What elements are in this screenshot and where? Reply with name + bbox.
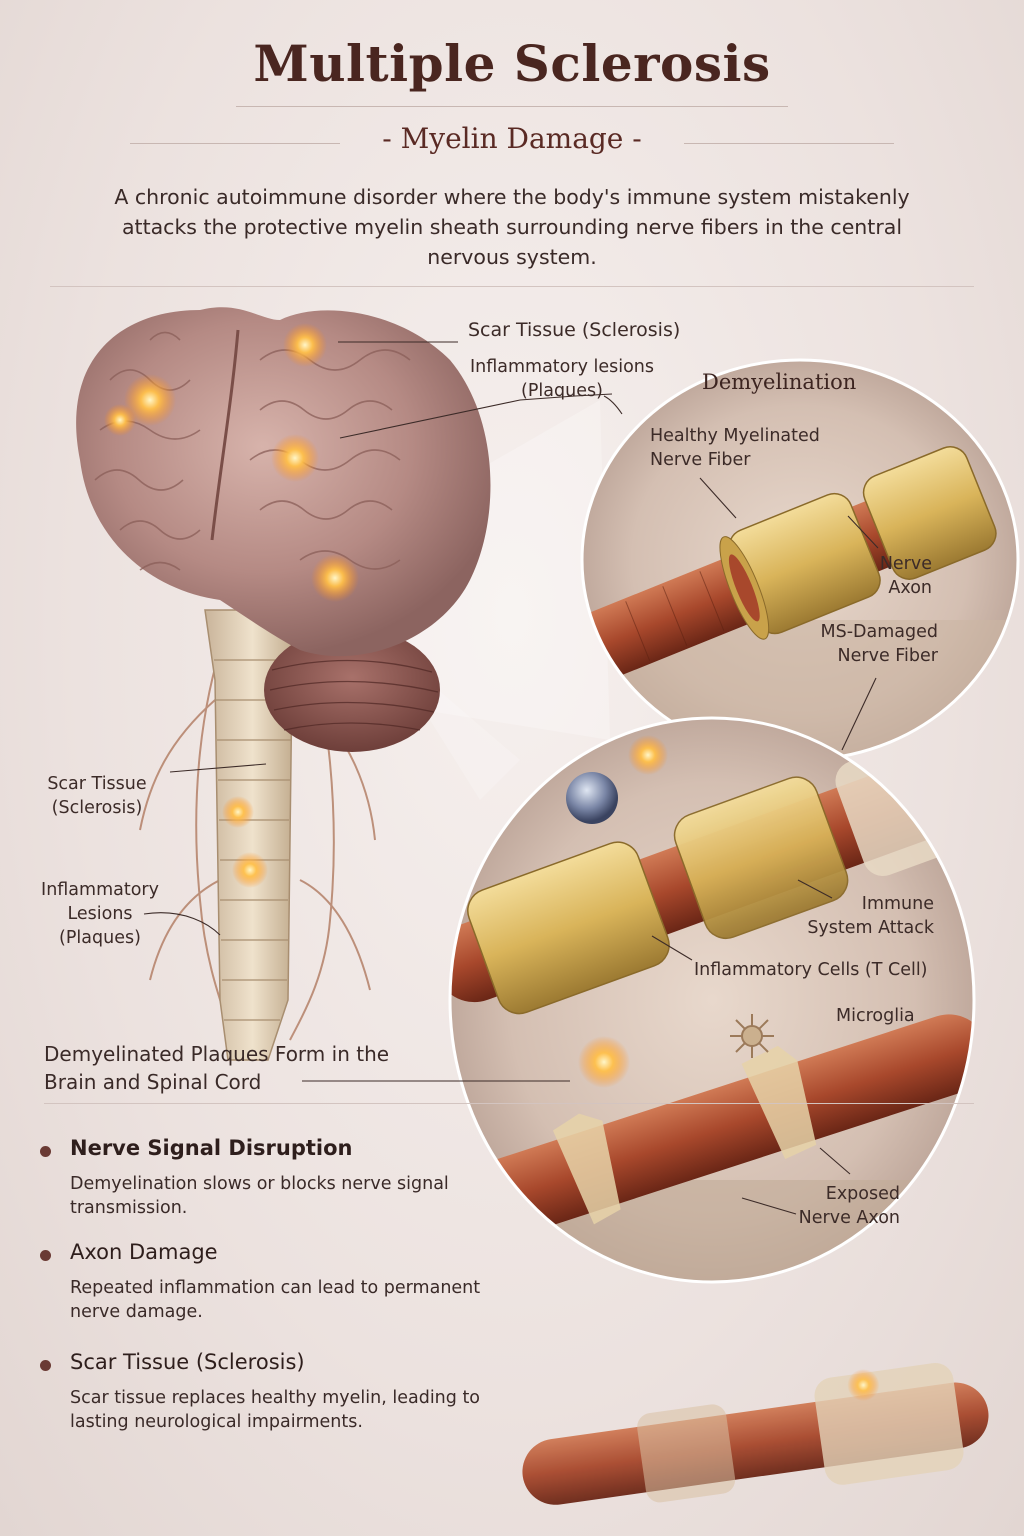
label-nerve-axon: Nerve Axon	[840, 552, 932, 600]
bullet-dot-icon	[40, 1146, 51, 1157]
label-line: Inflammatory lesions	[469, 357, 655, 377]
label-line: Exposed	[825, 1184, 900, 1204]
plaques-caption: Demyelinated Plaques Form in the Brain a…	[44, 1040, 464, 1096]
bullet-scar-tissue: Scar Tissue (Sclerosis) Scar tissue repl…	[40, 1350, 510, 1440]
page-title: Multiple Sclerosis	[253, 34, 771, 93]
label-inflammatory-lesions-top: Inflammatory lesions (Plaques)	[452, 355, 672, 403]
bullet-heading: Nerve Signal Disruption	[70, 1136, 353, 1160]
label-line: (Plaques)	[59, 928, 141, 948]
label-line: MS-Damaged	[820, 622, 938, 642]
label-inflammatory-lesions-spine: Inflammatory Lesions (Plaques)	[30, 878, 170, 950]
subtitle-rule-right	[684, 143, 894, 144]
bullet-dot-icon	[40, 1250, 51, 1261]
caption-line: Demyelinated Plaques Form in the	[44, 1042, 390, 1066]
label-immune-attack: Immune System Attack	[780, 892, 934, 940]
label-line: Nerve Axon	[798, 1208, 900, 1228]
label-line: Healthy Myelinated	[650, 426, 820, 446]
demyelination-title: Demyelination	[702, 370, 857, 394]
label-exposed-axon: Exposed Nerve Axon	[780, 1182, 900, 1230]
subtitle-rule-left	[130, 143, 340, 144]
label-line: (Sclerosis)	[51, 798, 143, 818]
label-line: System Attack	[807, 918, 934, 938]
label-healthy-fiber: Healthy Myelinated Nerve Fiber	[650, 424, 820, 472]
label-microglia: Microglia	[836, 1006, 915, 1026]
bullet-axon-damage: Axon Damage Repeated inflammation can le…	[40, 1240, 510, 1330]
title-divider	[236, 106, 788, 107]
bullet-text: Repeated inflammation can lead to perman…	[70, 1278, 481, 1322]
label-line: (Plaques)	[521, 381, 603, 401]
label-line: Nerve Fiber	[650, 450, 751, 470]
bullet-text: Demyelination slows or blocks nerve sign…	[70, 1174, 449, 1218]
caption-line: Brain and Spinal Cord	[44, 1070, 262, 1094]
label-damaged-fiber: MS-Damaged Nerve Fiber	[760, 620, 938, 668]
page-subtitle: - Myelin Damage -	[382, 122, 642, 155]
label-line: Lesions	[67, 904, 133, 924]
bullet-heading: Scar Tissue (Sclerosis)	[70, 1350, 305, 1374]
label-scar-tissue-spine: Scar Tissue (Sclerosis)	[22, 772, 172, 820]
caption-divider	[44, 1103, 974, 1104]
label-line: Inflammatory	[41, 880, 159, 900]
intro-paragraph: A chronic autoimmune disorder where the …	[114, 185, 910, 269]
bullet-text: Scar tissue replaces healthy myelin, lea…	[70, 1388, 481, 1432]
label-line: Nerve Fiber	[837, 646, 938, 666]
label-scar-tissue-top: Scar Tissue (Sclerosis)	[468, 319, 681, 341]
label-line: Axon	[888, 578, 932, 598]
bullet-dot-icon	[40, 1360, 51, 1371]
bullet-nerve-signal: Nerve Signal Disruption Demyelination sl…	[40, 1136, 510, 1226]
label-line: Scar Tissue	[47, 774, 147, 794]
label-line: Nerve	[879, 554, 932, 574]
bullet-heading: Axon Damage	[70, 1240, 218, 1264]
intro-divider	[50, 286, 974, 287]
label-line: Immune	[861, 894, 934, 914]
label-t-cells: Inflammatory Cells (T Cell)	[694, 960, 928, 980]
